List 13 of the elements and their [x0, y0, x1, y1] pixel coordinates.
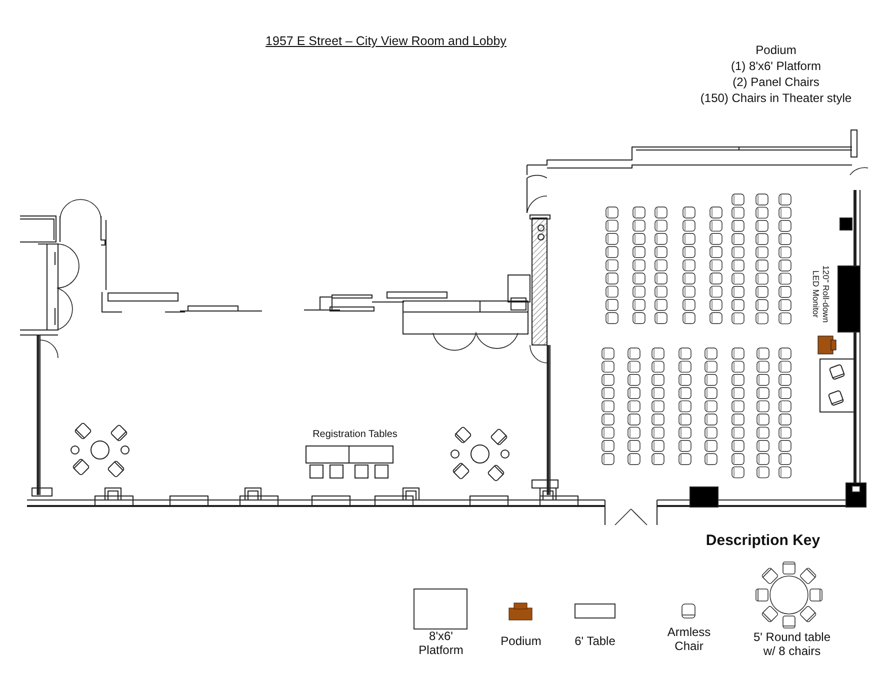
legend-label: 8'x6' Platform — [418, 629, 464, 657]
legend-label: Armless Chair — [666, 625, 712, 653]
equipment-label: 120" Roll-down LED Monitor — [811, 264, 831, 325]
area-label: Registration Tables — [312, 429, 398, 441]
setup-note: (150) Chairs in Theater style — [699, 91, 853, 105]
setup-note: (2) Panel Chairs — [732, 75, 820, 89]
setup-note: Podium — [754, 43, 798, 57]
key-heading: Description Key — [704, 532, 822, 550]
legend-label: 5' Round table w/ 8 chairs — [752, 630, 832, 658]
setup-note: (1) 8'x6' Platform — [730, 59, 822, 73]
title: 1957 E Street – City View Room and Lobby — [264, 34, 508, 48]
legend-label: Podium — [500, 634, 542, 648]
legend-label: 6' Table — [574, 634, 616, 648]
